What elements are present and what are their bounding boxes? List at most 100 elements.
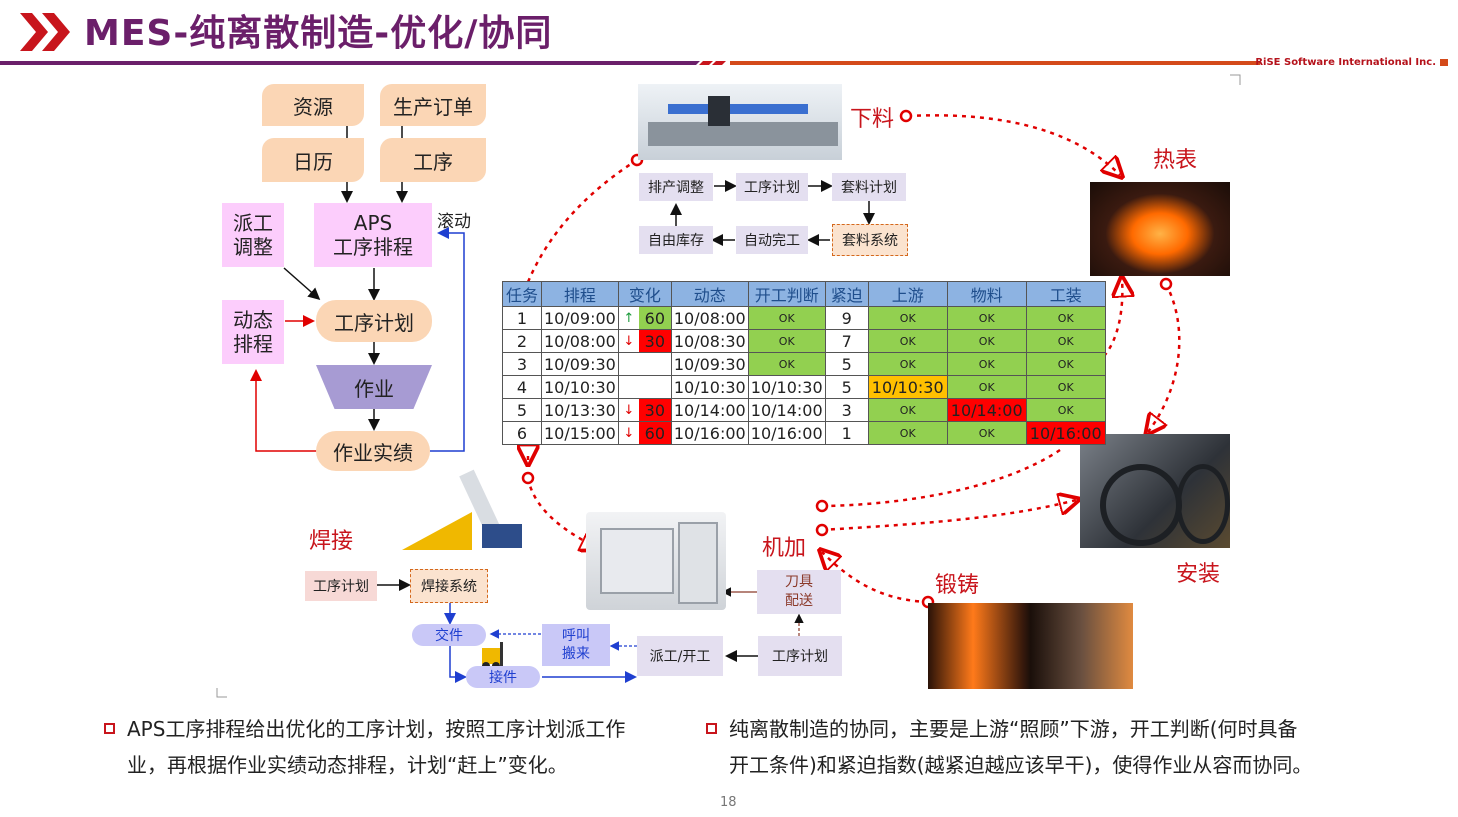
station-cutting-label: 下料 xyxy=(850,107,895,132)
cell-task: 5 xyxy=(502,398,542,422)
station-welding-label: 焊接 xyxy=(309,529,354,554)
receive-box: 接件 xyxy=(466,666,540,688)
cell-task: 4 xyxy=(502,375,542,399)
cutting-machine-photo xyxy=(638,84,842,160)
col-header-change: 变化 xyxy=(617,281,672,307)
cell-change: 30 xyxy=(638,398,672,422)
welding-robot-photo xyxy=(402,462,524,550)
cell-arrow: ↓ xyxy=(617,329,639,353)
deliver-box: 交件 xyxy=(412,624,486,646)
col-header-tooling: 工装 xyxy=(1025,281,1106,307)
resource-block: 资源 xyxy=(262,84,364,126)
cell-dynamic: 10/09:30 xyxy=(670,352,749,376)
page-number: 18 xyxy=(720,795,737,810)
cell-change: 30 xyxy=(638,329,672,353)
table-row: 1 10/09:00 ↑ 60 10/08:00 OK 9 OK OK OK xyxy=(502,306,1106,330)
welding-system-box: 焊接系统 xyxy=(410,569,488,603)
table-row: 5 10/13:30 ↓ 30 10/14:00 10/14:00 3 OK 1… xyxy=(502,398,1106,422)
cell-task: 2 xyxy=(502,329,542,353)
station-forging-label: 锻铸 xyxy=(935,573,980,598)
cell-schedule: 10/09:30 xyxy=(541,352,619,376)
dynamic-schedule-block: 动态 排程 xyxy=(222,300,284,364)
cell-task: 6 xyxy=(502,421,542,445)
cell-schedule: 10/09:00 xyxy=(541,306,619,330)
cell-dynamic: 10/16:00 xyxy=(670,421,749,445)
dispatch-adjust-block: 派工 调整 xyxy=(222,203,284,267)
cell-change xyxy=(638,352,672,376)
cell-arrow: ↑ xyxy=(617,306,639,330)
cell-arrow xyxy=(617,375,639,399)
station-heat-label: 热表 xyxy=(1153,148,1198,173)
bullet-left: APS工序排程给出优化的工序计划，按照工序计划派工作 业，再根据作业实绩动态排程… xyxy=(127,717,626,777)
operation-block: 作业 xyxy=(316,365,432,409)
nesting-plan-box: 套料计划 xyxy=(832,173,906,201)
tool-delivery-box: 刀具 配送 xyxy=(757,570,841,614)
schedule-adjust-box: 排产调整 xyxy=(639,173,713,201)
cell-upstream: OK xyxy=(867,306,948,330)
cell-change: 60 xyxy=(638,421,672,445)
cell-dynamic: 10/08:00 xyxy=(670,306,749,330)
cell-upstream: OK xyxy=(867,421,948,445)
cell-schedule: 10/13:30 xyxy=(541,398,619,422)
header-divider xyxy=(0,61,1260,65)
col-header-schedule: 排程 xyxy=(541,281,619,307)
table-row: 2 10/08:00 ↓ 30 10/08:30 OK 7 OK OK OK xyxy=(502,329,1106,353)
bullet-square-icon xyxy=(104,723,115,734)
process-block: 工序 xyxy=(380,138,486,182)
cell-arrow: ↓ xyxy=(617,398,639,422)
cell-start: OK xyxy=(747,352,826,376)
cutting-process-plan-box: 工序计划 xyxy=(736,173,808,201)
cell-tooling: OK xyxy=(1025,329,1106,353)
cell-material: OK xyxy=(946,352,1027,376)
col-header-urgency: 紧迫 xyxy=(824,281,869,307)
company-name: RiSE Software International Inc. xyxy=(1255,57,1436,68)
machining-process-plan-box: 工序计划 xyxy=(758,636,842,676)
station-machining-label: 机加 xyxy=(762,536,807,561)
table-row: 4 10/10:30 10/10:30 10/10:30 5 10/10:30 … xyxy=(502,375,1106,399)
cell-tooling: OK xyxy=(1025,375,1106,399)
cell-material: OK xyxy=(946,375,1027,399)
cell-task: 1 xyxy=(502,306,542,330)
assembly-photo xyxy=(1080,434,1230,548)
weld-process-plan-box: 工序计划 xyxy=(305,571,377,601)
cell-change xyxy=(638,375,672,399)
cell-upstream: 10/10:30 xyxy=(867,375,948,399)
title-chevron-icon xyxy=(20,13,70,51)
cell-dynamic: 10/08:30 xyxy=(670,329,749,353)
aps-block: APS 工序排程 xyxy=(314,203,432,267)
auto-complete-box: 自动完工 xyxy=(736,226,808,254)
actual-block: 作业实绩 xyxy=(316,431,430,471)
nesting-system-box: 套料系统 xyxy=(832,224,908,256)
company-square-icon xyxy=(1440,59,1448,66)
cell-schedule: 10/15:00 xyxy=(541,421,619,445)
col-header-upstream: 上游 xyxy=(867,281,948,307)
col-header-task: 任务 xyxy=(502,281,542,307)
heat-treatment-photo xyxy=(1090,182,1230,276)
cell-tooling: OK xyxy=(1025,398,1106,422)
cell-material: 10/14:00 xyxy=(946,398,1027,422)
calendar-block: 日历 xyxy=(262,138,364,182)
cnc-machine-photo xyxy=(586,512,726,610)
rolling-label: 滚动 xyxy=(437,212,471,232)
cell-upstream: OK xyxy=(867,398,948,422)
table-row: 3 10/09:30 10/09:30 OK 5 OK OK OK xyxy=(502,352,1106,376)
bullet-square-icon xyxy=(706,723,717,734)
call-transport-box: 呼叫 搬来 xyxy=(542,624,610,666)
col-header-material: 物料 xyxy=(946,281,1027,307)
cell-arrow xyxy=(617,352,639,376)
cell-urgency: 3 xyxy=(824,398,869,422)
cell-start: 10/10:30 xyxy=(747,375,826,399)
cell-urgency: 7 xyxy=(824,329,869,353)
forging-photo xyxy=(928,603,1133,689)
page-title: MES-纯离散制造-优化/协同 xyxy=(84,13,553,54)
task-table: 任务 排程 变化 动态 开工判断 紧迫 上游 物料 工装 1 10/09:00 … xyxy=(502,281,1106,445)
cell-start: OK xyxy=(747,329,826,353)
cell-schedule: 10/10:30 xyxy=(541,375,619,399)
cell-start: OK xyxy=(747,306,826,330)
cell-material: OK xyxy=(946,329,1027,353)
table-header-row: 任务 排程 变化 动态 开工判断 紧迫 上游 物料 工装 xyxy=(502,281,1106,307)
cell-schedule: 10/08:00 xyxy=(541,329,619,353)
cell-task: 3 xyxy=(502,352,542,376)
cell-dynamic: 10/14:00 xyxy=(670,398,749,422)
